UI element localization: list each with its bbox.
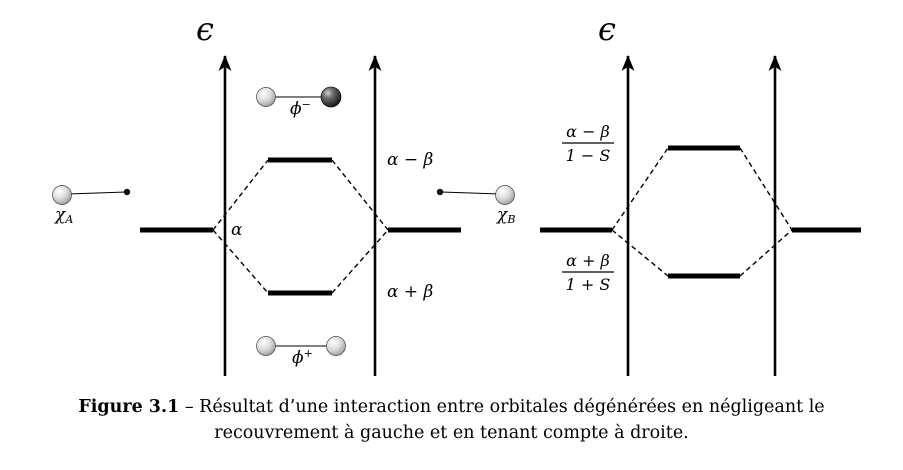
bond-line: [67, 191, 127, 195]
nucleus-dot: [436, 188, 444, 196]
phi-minus-label: ϕ−: [290, 98, 311, 119]
orbital-sphere-light: [256, 336, 276, 356]
orbital-sphere-light: [256, 87, 276, 107]
right-diagram: ϵ α − β 1 − S α + β: [540, 10, 861, 376]
correlation-line: [212, 229, 269, 294]
left-diagram: ϵ α α − β α + β χA: [52, 10, 515, 376]
chi-b-label: χB: [496, 205, 515, 226]
correlation-line: [739, 147, 793, 231]
bonding-denominator: 1 + S: [566, 275, 611, 294]
caption-line-2: recouvrement à gauche et en tenant compt…: [214, 423, 689, 443]
correlation-line: [739, 229, 793, 277]
orbital-sphere-light: [326, 336, 346, 356]
figure-caption: Figure 3.1 – Résultat d’une interaction …: [0, 394, 903, 446]
correlation-line: [331, 229, 389, 294]
orbital-sphere-light: [495, 185, 515, 205]
antibonding-denominator: 1 − S: [566, 146, 611, 165]
antibonding-numerator: α − β: [566, 122, 610, 141]
orbital-sphere-light: [52, 185, 72, 205]
caption-line-1: Figure 3.1 – Résultat d’une interaction …: [0, 394, 903, 420]
correlation-line: [611, 229, 669, 277]
bonding-fraction: α + β 1 + S: [562, 251, 614, 294]
bond-line: [440, 191, 501, 195]
right-energy-axis-label: ϵ: [598, 10, 616, 48]
phi-symbol: ϕ: [292, 348, 304, 368]
alpha-label: α: [231, 220, 243, 240]
correlation-line: [212, 159, 269, 231]
chi-symbol: χ: [54, 205, 67, 225]
left-energy-axis-label: ϵ: [196, 10, 214, 48]
antibonding-fraction: α − β 1 − S: [562, 122, 614, 165]
phi-minus-orbital-sketch: ϕ−: [256, 86, 342, 119]
caption-text-1: – Résultat d’une interaction entre orbit…: [179, 397, 825, 417]
mo-energy-diagram: ϵ α α − β α + β χA: [52, 10, 861, 376]
correlation-line: [611, 147, 669, 231]
phi-plus-label: ϕ+: [292, 347, 313, 368]
phi-symbol: ϕ: [290, 99, 302, 119]
nucleus-dot: [123, 188, 131, 196]
chi-a-orbital-sketch: χA: [52, 185, 131, 226]
phi-plus-superscript: +: [304, 347, 313, 360]
orbital-sphere-dark: [320, 86, 342, 108]
correlation-line: [331, 159, 389, 231]
chi-b-subscript: B: [506, 213, 515, 226]
bonding-numerator: α + β: [566, 251, 610, 270]
phi-plus-orbital-sketch: ϕ+: [256, 336, 346, 368]
chi-b-orbital-sketch: χB: [436, 185, 515, 226]
antibonding-energy-label: α − β: [387, 150, 434, 170]
bonding-energy-label: α + β: [387, 282, 434, 302]
caption-figure-label: Figure 3.1: [78, 397, 180, 417]
chi-a-label: χA: [54, 205, 73, 226]
phi-minus-superscript: −: [302, 98, 311, 111]
chi-a-subscript: A: [64, 213, 73, 226]
chi-symbol: χ: [496, 205, 509, 225]
